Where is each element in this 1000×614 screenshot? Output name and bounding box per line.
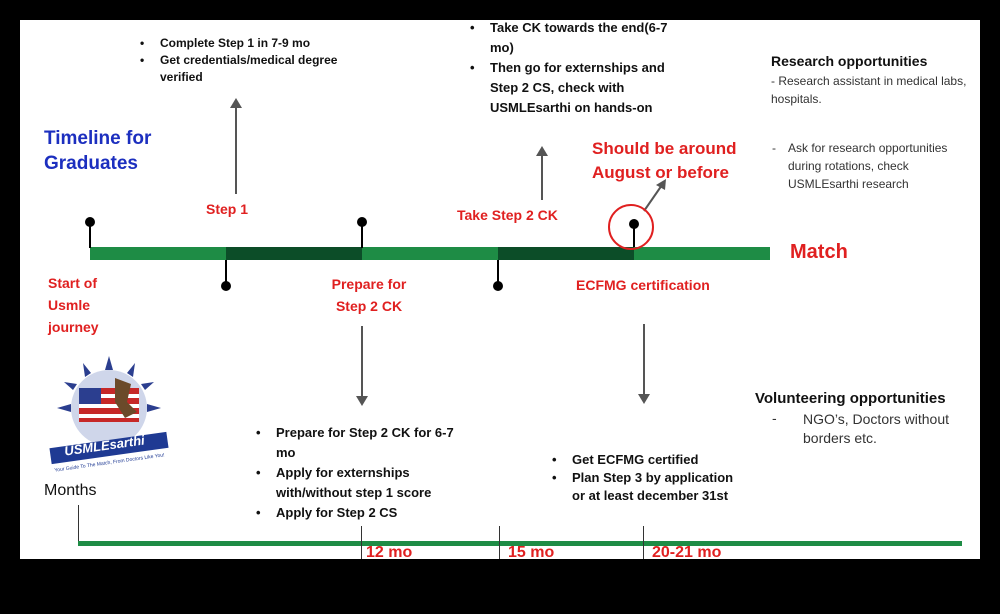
month-tick-line — [361, 526, 362, 559]
up-arrow-step1 — [235, 106, 237, 194]
arrow-head-icon — [638, 394, 650, 404]
marker-dot — [85, 217, 95, 227]
list-item: Get ECFMG certified — [552, 451, 742, 469]
prepare-bullets: Prepare for Step 2 CK for 6-7 mo Apply f… — [256, 423, 476, 523]
step2ck-bullets: Take CK towards the end(6-7 mo) Then go … — [470, 20, 670, 118]
months-label: Months — [44, 482, 97, 499]
months-axis-vertical — [78, 505, 79, 545]
arrow-head-icon — [230, 98, 242, 108]
down-arrow-ecfmg — [643, 324, 645, 396]
ecfmg-label: ECFMG certification — [576, 277, 710, 293]
research-title: Research opportunities — [771, 53, 928, 69]
step1-bullets: Complete Step 1 in 7-9 mo Get credential… — [140, 35, 340, 86]
page-title: Timeline for Graduates — [44, 128, 152, 174]
match-label: Match — [790, 241, 848, 263]
list-item: Get credentials/medical degree verified — [140, 52, 340, 86]
arrow-head-icon — [536, 146, 548, 156]
list-item: Then go for externships and Step 2 CS, c… — [470, 58, 670, 118]
volunteering-title: Volunteering opportunities — [755, 390, 946, 407]
volunteering-dash: - — [772, 410, 777, 426]
volunteering-item: NGO’s, Doctors without borders etc. — [803, 411, 950, 446]
step2ck-label: Take Step 2 CK — [457, 207, 558, 223]
marker-line — [225, 260, 227, 284]
marker-dot — [221, 281, 231, 291]
marker-dot — [493, 281, 503, 291]
timeline-slide: Timeline for Graduates Complete Step 1 i… — [20, 20, 980, 559]
list-item: Apply for Step 2 CS — [256, 503, 476, 523]
marker-line — [497, 260, 499, 284]
logo-emblem-icon — [49, 356, 169, 465]
marker-line — [361, 224, 363, 248]
timeline-bar-1 — [90, 247, 226, 260]
up-arrow-step2ck — [541, 154, 543, 200]
timeline-bar-4 — [498, 247, 634, 260]
list-item: Complete Step 1 in 7-9 mo — [140, 35, 340, 52]
research-item-2-dash: - — [772, 141, 776, 155]
timeline-bar-2 — [226, 247, 362, 260]
august-note: Should be around August or before — [592, 139, 737, 182]
month-tick-label: 12 mo — [366, 544, 413, 559]
month-tick-label: 20-21 mo — [652, 544, 722, 559]
research-item-1: - Research assistant in medical labs, ho… — [771, 74, 967, 106]
prepare-label: Prepare for Step 2 CK — [331, 276, 407, 314]
marker-line — [89, 224, 91, 248]
timeline-bar-3 — [362, 247, 498, 260]
research-item-2: Ask for research opportunities during ro… — [788, 141, 948, 191]
month-tick-line — [499, 526, 500, 559]
list-item: Take CK towards the end(6-7 mo) — [470, 20, 670, 58]
arrow-head-icon — [356, 396, 368, 406]
marker-dot — [357, 217, 367, 227]
diagonal-arrow-icon — [643, 179, 666, 212]
months-axis-line — [78, 541, 962, 546]
list-item: Plan Step 3 by application or at least d… — [552, 469, 742, 505]
start-label: Start of Usmle journey — [48, 275, 99, 335]
down-arrow-prepare — [361, 326, 363, 398]
month-tick-label: 15 mo — [508, 544, 555, 559]
usmlesarthi-logo: USMLEsarthi Your Guide To The Match, Fro… — [44, 350, 174, 474]
list-item: Prepare for Step 2 CK for 6-7 mo — [256, 423, 476, 463]
ecfmg-bullets: Get ECFMG certified Plan Step 3 by appli… — [552, 451, 742, 505]
list-item: Apply for externships with/without step … — [256, 463, 476, 503]
step1-label: Step 1 — [206, 201, 249, 217]
timeline-bar-5 — [634, 247, 770, 260]
month-tick-line — [643, 526, 644, 559]
highlight-circle — [608, 204, 654, 250]
